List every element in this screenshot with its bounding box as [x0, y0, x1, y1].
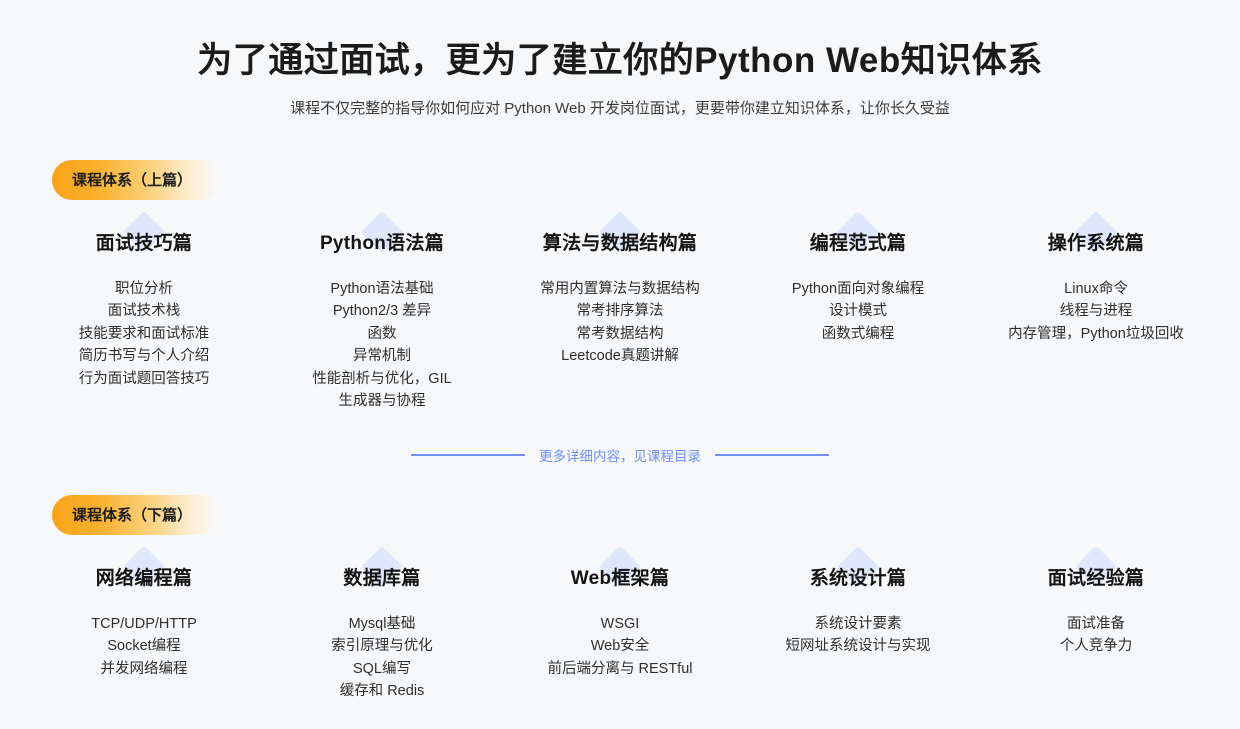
course-topic-item: 异常机制 — [353, 348, 411, 365]
course-topic-item: 个人竞争力 — [1059, 638, 1133, 655]
course-topic-item: 性能剖析与优化，GIL — [312, 370, 452, 387]
course-column-title: Web框架篇 — [565, 545, 676, 591]
section-badge-row-lower: 课程体系（下篇） — [0, 494, 1240, 535]
course-topic-list: 系统设计要素 短网址系统设计与实现 — [747, 613, 969, 658]
course-topic-item: 技能要求和面试标准 — [78, 325, 210, 342]
section-badge-upper: 课程体系（上篇） — [52, 160, 219, 200]
course-topic-item: WSGI — [600, 615, 640, 632]
course-column-title: 编程范式篇 — [804, 210, 913, 256]
course-topic-item: TCP/UDP/HTTP — [91, 615, 197, 632]
course-topic-item: 函数式编程 — [821, 325, 895, 342]
course-column-title-text: 网络编程篇 — [95, 567, 193, 589]
course-column: 算法与数据结构篇 常用内置算法与数据结构 常考排序算法 常考数据结构 Leetc… — [501, 210, 739, 413]
course-column: 操作系统篇 Linux命令 线程与进程 内存管理，Python垃圾回收 — [977, 210, 1215, 413]
course-topic-item: 函数 — [367, 325, 397, 342]
course-column-title: 算法与数据结构篇 — [537, 210, 703, 256]
section-badge-row-upper: 课程体系（上篇） — [0, 160, 1240, 200]
course-column-title: 数据库篇 — [337, 545, 426, 591]
divider-line-left — [411, 453, 525, 456]
course-topic-item: Socket编程 — [107, 638, 181, 655]
course-column-title: 面试经验篇 — [1042, 545, 1151, 591]
course-topic-item: 设计模式 — [829, 303, 887, 320]
course-column: 系统设计篇 系统设计要素 短网址系统设计与实现 — [739, 545, 977, 703]
course-topic-item: Linux命令 — [1064, 280, 1128, 297]
course-topic-item: 面试准备 — [1067, 615, 1125, 632]
course-topic-item: 面试技术栈 — [107, 303, 181, 320]
course-topic-item: Leetcode真题讲解 — [561, 348, 679, 365]
page-subtitle: 课程不仅完整的指导你如何应对 Python Web 开发岗位面试，更要带你建立知… — [290, 99, 950, 117]
course-topic-list: Python语法基础 Python2/3 差异 函数 异常机制 性能剖析与优化，… — [271, 278, 493, 413]
course-column-title: 系统设计篇 — [804, 545, 913, 591]
course-topic-item: 短网址系统设计与实现 — [785, 638, 931, 655]
course-column: 数据库篇 Mysql基础 索引原理与优化 SQL编写 缓存和 Redis — [263, 545, 501, 703]
course-column-title-text: 面试经验篇 — [1047, 567, 1145, 589]
course-topic-list: Mysql基础 索引原理与优化 SQL编写 缓存和 Redis — [271, 613, 493, 703]
course-topic-item: Mysql基础 — [348, 615, 416, 632]
section-badge-lower: 课程体系（下篇） — [52, 494, 219, 535]
course-topic-item: 系统设计要素 — [814, 615, 902, 632]
course-column: 网络编程篇 TCP/UDP/HTTP Socket编程 并发网络编程 — [25, 545, 263, 703]
course-topic-list: Python面向对象编程 设计模式 函数式编程 — [747, 278, 969, 346]
course-topic-item: 前后端分离与 RESTful — [547, 660, 693, 677]
more-details-divider: 更多详细内容，见课程目录 — [0, 445, 1240, 465]
course-column: 编程范式篇 Python面向对象编程 设计模式 函数式编程 — [739, 210, 977, 413]
course-topic-item: 简历书写与个人介绍 — [78, 348, 210, 365]
course-topic-list: WSGI Web安全 前后端分离与 RESTful — [509, 613, 731, 681]
course-topic-list: 面试准备 个人竞争力 — [985, 613, 1207, 658]
course-column-title-text: 算法与数据结构篇 — [542, 233, 698, 254]
course-topic-item: 索引原理与优化 — [331, 638, 433, 655]
course-column-title-text: 编程范式篇 — [809, 233, 907, 254]
course-column-title: 面试技巧篇 — [90, 210, 199, 256]
course-topic-item: 并发网络编程 — [100, 660, 188, 677]
course-column-title-text: Web框架篇 — [570, 567, 670, 589]
course-column: 面试经验篇 面试准备 个人竞争力 — [977, 545, 1215, 703]
course-columns-lower: 网络编程篇 TCP/UDP/HTTP Socket编程 并发网络编程 数据库篇 … — [25, 545, 1215, 703]
course-topic-item: 常用内置算法与数据结构 — [540, 280, 700, 297]
course-column-title-text: 系统设计篇 — [809, 567, 907, 589]
course-topic-item: 常考数据结构 — [576, 325, 664, 342]
course-topic-item: 生成器与协程 — [338, 393, 426, 410]
page-title: 为了通过面试，更为了建立你的Python Web知识体系 — [197, 41, 1043, 80]
course-column: Web框架篇 WSGI Web安全 前后端分离与 RESTful — [501, 545, 739, 703]
course-column-title-text: Python语法篇 — [319, 233, 445, 254]
course-column-title-text: 面试技巧篇 — [95, 233, 193, 254]
course-topic-item: 内存管理，Python垃圾回收 — [1008, 325, 1184, 342]
course-topic-item: Python语法基础 — [330, 280, 434, 297]
divider-label[interactable]: 更多详细内容，见课程目录 — [539, 448, 701, 464]
course-topic-list: 常用内置算法与数据结构 常考排序算法 常考数据结构 Leetcode真题讲解 — [509, 278, 731, 368]
course-column-title: 操作系统篇 — [1042, 210, 1151, 256]
course-topic-item: Python面向对象编程 — [791, 280, 925, 297]
course-topic-item: 行为面试题回答技巧 — [78, 370, 210, 387]
course-topic-item: 线程与进程 — [1059, 303, 1133, 320]
course-columns-upper: 面试技巧篇 职位分析 面试技术栈 技能要求和面试标准 简历书写与个人介绍 行为面… — [25, 210, 1215, 413]
course-column: Python语法篇 Python语法基础 Python2/3 差异 函数 异常机… — [263, 210, 501, 413]
course-column-title-text: 操作系统篇 — [1047, 233, 1145, 254]
course-topic-list: 职位分析 面试技术栈 技能要求和面试标准 简历书写与个人介绍 行为面试题回答技巧 — [33, 278, 255, 391]
course-topic-list: TCP/UDP/HTTP Socket编程 并发网络编程 — [33, 613, 255, 681]
course-column-title: 网络编程篇 — [90, 545, 199, 591]
course-column-title: Python语法篇 — [314, 210, 450, 256]
divider-line-right — [715, 453, 829, 456]
course-topic-item: 缓存和 Redis — [339, 683, 425, 700]
page-header: 为了通过面试，更为了建立你的Python Web知识体系 课程不仅完整的指导你如… — [0, 0, 1240, 120]
course-topic-item: 职位分析 — [115, 280, 173, 297]
course-column: 面试技巧篇 职位分析 面试技术栈 技能要求和面试标准 简历书写与个人介绍 行为面… — [25, 210, 263, 413]
course-topic-list: Linux命令 线程与进程 内存管理，Python垃圾回收 — [985, 278, 1207, 346]
course-topic-item: Web安全 — [590, 638, 650, 655]
course-topic-item: 常考排序算法 — [576, 303, 664, 320]
course-column-title-text: 数据库篇 — [343, 567, 421, 589]
course-topic-item: SQL编写 — [352, 660, 411, 677]
course-topic-item: Python2/3 差异 — [332, 303, 432, 320]
